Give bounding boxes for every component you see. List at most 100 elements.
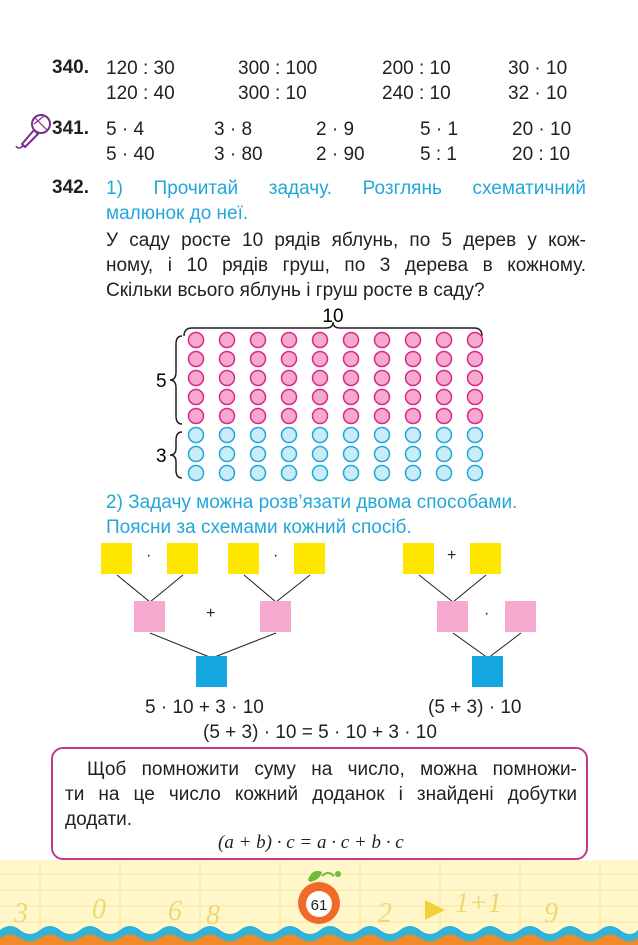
scheme-expression: 5 · 10 + 3 · 10 xyxy=(145,697,264,718)
exercise-number: 341. xyxy=(52,118,89,139)
operator: + xyxy=(206,605,216,622)
pear-tree-dot xyxy=(187,426,205,444)
pear-tree-dot xyxy=(373,426,391,444)
pear-tree-dot xyxy=(404,426,422,444)
decor-digit: 3 xyxy=(13,898,28,929)
pink-square xyxy=(134,601,165,632)
problem-text: У саду росте 10 рядів яблунь, по 5 дерев… xyxy=(106,230,586,251)
arrow-icon xyxy=(425,900,445,920)
apple-tree-dot xyxy=(218,350,236,368)
pear-tree-dot xyxy=(404,445,422,463)
apple-tree-dot xyxy=(435,350,453,368)
apple-tree-dot xyxy=(280,331,298,349)
expression: 5 · 40 xyxy=(106,144,155,165)
exercise-number: 340. xyxy=(52,57,89,78)
apple-tree-dot xyxy=(435,331,453,349)
decor-digit: 8 xyxy=(206,900,220,931)
pear-tree-dot xyxy=(280,426,298,444)
expression: 5 · 1 xyxy=(420,119,459,140)
apple-tree-dot xyxy=(280,388,298,406)
decor-digit: 9 xyxy=(544,898,558,929)
apple-tree-dot xyxy=(311,369,329,387)
expression: 32 · 10 xyxy=(508,83,568,104)
expression: 200 : 10 xyxy=(382,58,451,79)
wave-border-orange xyxy=(0,934,638,945)
expression: 240 : 10 xyxy=(382,83,451,104)
apple-tree-dot xyxy=(404,331,422,349)
blue-square xyxy=(196,656,227,687)
expression: 5 · 4 xyxy=(106,119,145,140)
apple-tree-dot xyxy=(373,350,391,368)
scheme-expression: (5 + 3) · 10 xyxy=(428,697,522,718)
pear-tree-dot xyxy=(218,464,236,482)
apple-tree-dot xyxy=(249,331,267,349)
decor-digit: 2 xyxy=(378,898,392,929)
expression: 2 · 90 xyxy=(316,144,365,165)
pear-brace xyxy=(169,431,183,479)
page-number: 61 xyxy=(311,897,328,914)
apple-tree-dot xyxy=(342,407,360,425)
apple-rows-label: 5 xyxy=(156,371,167,392)
rule-text: ти на це число кожний доданок і знайдені… xyxy=(65,784,577,805)
top-brace xyxy=(183,321,483,337)
pink-square xyxy=(260,601,291,632)
yellow-square xyxy=(167,543,198,574)
pear-tree-dot xyxy=(435,464,453,482)
apple-tree-dot xyxy=(187,388,205,406)
orchard-diagram: 10 5 3 xyxy=(156,306,484,482)
task-2-instruction-cont: Поясни за схемами кожний спосіб. xyxy=(106,517,412,538)
apple-tree-dot xyxy=(218,331,236,349)
pear-tree-dot xyxy=(466,464,484,482)
pink-square xyxy=(505,601,536,632)
pear-tree-dot xyxy=(342,464,360,482)
apple-tree-dot xyxy=(342,369,360,387)
task-1-instruction: 1) Прочитай задачу. Розглянь схематичний xyxy=(106,178,586,199)
microphone-icon xyxy=(15,114,51,149)
pear-tree-dot xyxy=(466,445,484,463)
apple-tree-dot xyxy=(435,407,453,425)
pear-tree-dot xyxy=(311,426,329,444)
pear-tree-dot xyxy=(280,445,298,463)
pear-tree-dot xyxy=(249,445,267,463)
apple-tree-dot xyxy=(404,350,422,368)
pear-tree-dot xyxy=(342,445,360,463)
apple-tree-dot xyxy=(404,369,422,387)
yellow-square xyxy=(101,543,132,574)
apple-tree-dot xyxy=(249,388,267,406)
decor-digit: 6 xyxy=(168,896,182,927)
equation: (5 + 3) · 10 = 5 · 10 + 3 · 10 xyxy=(203,722,437,743)
apple-tree-dot xyxy=(404,407,422,425)
apple-tree-dot xyxy=(249,350,267,368)
pear-tree-dot xyxy=(249,464,267,482)
rule-box: Щоб помножити суму на число, можна помно… xyxy=(51,747,588,860)
apple-tree-dot xyxy=(466,331,484,349)
decor-digit: 0 xyxy=(92,894,106,925)
expression: 300 : 10 xyxy=(238,83,307,104)
leaf-icon xyxy=(308,871,322,882)
apple-tree-dot xyxy=(342,350,360,368)
expression: 20 : 10 xyxy=(512,144,571,165)
expression: 30 · 10 xyxy=(508,58,568,79)
pear-tree-dot xyxy=(466,426,484,444)
page-number-badge: 61 xyxy=(298,871,341,924)
pear-tree-dot xyxy=(311,464,329,482)
apple-tree-dot xyxy=(311,331,329,349)
operator: · xyxy=(146,547,152,564)
expression: 3 · 80 xyxy=(214,144,263,165)
yellow-square xyxy=(403,543,434,574)
apple-tree-dot xyxy=(280,407,298,425)
apple-tree-dot xyxy=(187,407,205,425)
rule-formula: (a + b) · c = a · c + b · c xyxy=(218,832,404,853)
problem-text: Скільки всього яблунь і груш росте в сад… xyxy=(106,280,485,301)
apple-tree-dot xyxy=(311,407,329,425)
apple-tree-dot xyxy=(373,369,391,387)
apple-tree-dot xyxy=(187,369,205,387)
blue-square xyxy=(472,656,503,687)
decor-digit: 1+1 xyxy=(455,888,502,919)
pear-tree-dot xyxy=(280,464,298,482)
apple-tree-dot xyxy=(311,350,329,368)
apple-tree-dot xyxy=(466,350,484,368)
apple-tree-dot xyxy=(280,369,298,387)
apple-tree-dot xyxy=(466,369,484,387)
apple-tree-dot xyxy=(435,369,453,387)
